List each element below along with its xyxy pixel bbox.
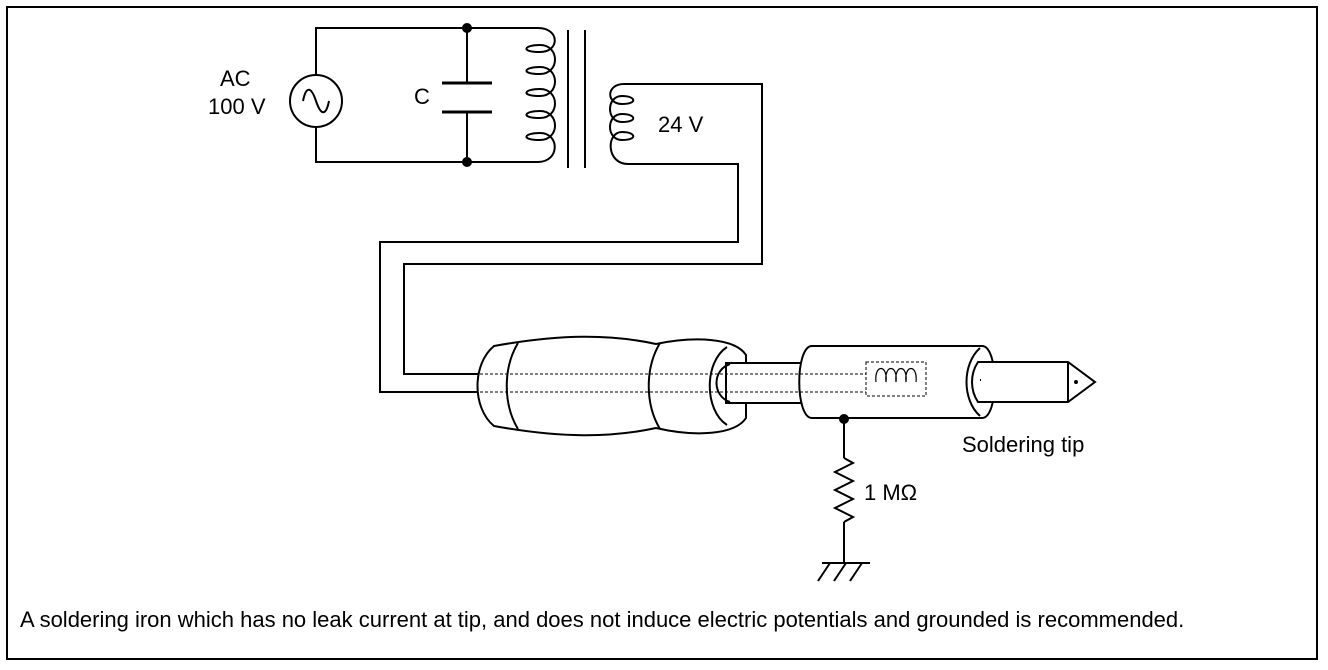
shaft-end [715,363,731,403]
ground-hatch-1 [817,562,831,582]
ac-voltage-label: 100 V [208,94,266,119]
heater-element-outline [865,361,927,397]
iron-handle [476,335,747,437]
ground-hatch-2 [833,562,847,582]
capacitor-label: C [414,84,430,109]
primary-coil [525,27,556,163]
secondary-coil [609,83,635,165]
heater-coil-icon [875,367,917,383]
handle-ring [708,346,728,426]
resistor-symbol [832,457,856,523]
cord-inner-wire [379,163,739,393]
ac-source-label: AC [220,66,251,91]
handle-groove-left [505,342,519,430]
iron-shaft [725,362,811,404]
ac-sine-icon [302,88,330,114]
resistor-label: 1 MΩ [864,480,918,505]
secondary-voltage-label: 24 V [658,112,704,137]
primary-bottom-wire [315,103,538,163]
figure-frame [6,6,1318,660]
ground-hatch-3 [849,562,863,582]
cord-outer-wire [403,83,763,375]
figure-caption: A soldering iron which has no leak curre… [20,607,1185,632]
junction-dot-top [462,23,472,33]
tip-point-dot [1074,380,1078,384]
soldering-tip-label: Soldering tip [962,432,1085,457]
soldering-tip-shape [971,361,1097,403]
heater-barrel [798,345,996,419]
barrel-rim [965,347,981,417]
handle-groove-right [647,342,661,430]
junction-dot-bottom [462,157,472,167]
